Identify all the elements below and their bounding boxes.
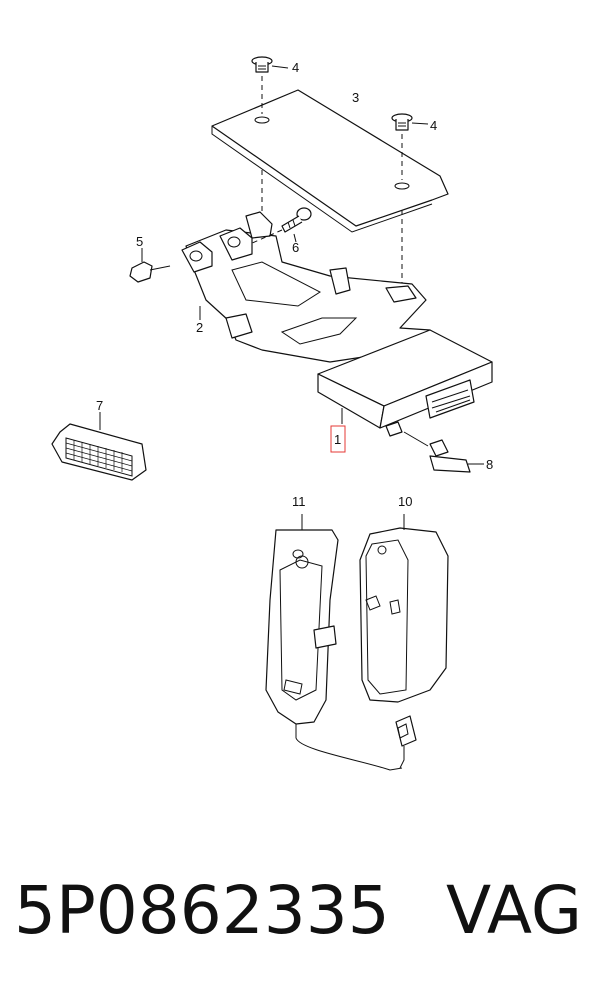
part-10-housing — [359, 514, 449, 769]
part-8-connector — [403, 431, 484, 473]
part-11-phone-holder — [265, 514, 403, 771]
part-2-bracket — [181, 211, 437, 363]
callout-11: 11 — [292, 494, 306, 509]
part-5-clip — [129, 248, 171, 283]
callout-1: 1 — [334, 432, 341, 447]
part-4-screw-right — [391, 113, 429, 131]
callout-1-highlight — [330, 425, 346, 453]
callout-2: 2 — [196, 320, 203, 335]
callout-3: 3 — [352, 90, 359, 105]
callout-6: 6 — [292, 240, 299, 255]
callout-4-top: 4 — [292, 60, 299, 75]
brand-label: VAG — [445, 872, 582, 949]
part-4-screw-top-left — [251, 56, 289, 73]
callout-5: 5 — [136, 234, 143, 249]
part-number: 5P0862335 — [14, 872, 390, 949]
part-3-cover-plate — [211, 89, 449, 233]
callout-4-right: 4 — [430, 118, 437, 133]
callout-8: 8 — [486, 457, 493, 472]
callout-7: 7 — [96, 398, 103, 413]
caption-bar: 5P0862335 VAG — [0, 868, 600, 978]
parts-exploded-diagram: 4 3 4 5 6 2 7 1 8 11 10 — [51, 56, 493, 771]
part-7-grille — [51, 412, 147, 481]
part-6-bolt — [249, 207, 312, 245]
callout-10: 10 — [398, 494, 412, 509]
part-1-control-unit — [317, 329, 493, 437]
